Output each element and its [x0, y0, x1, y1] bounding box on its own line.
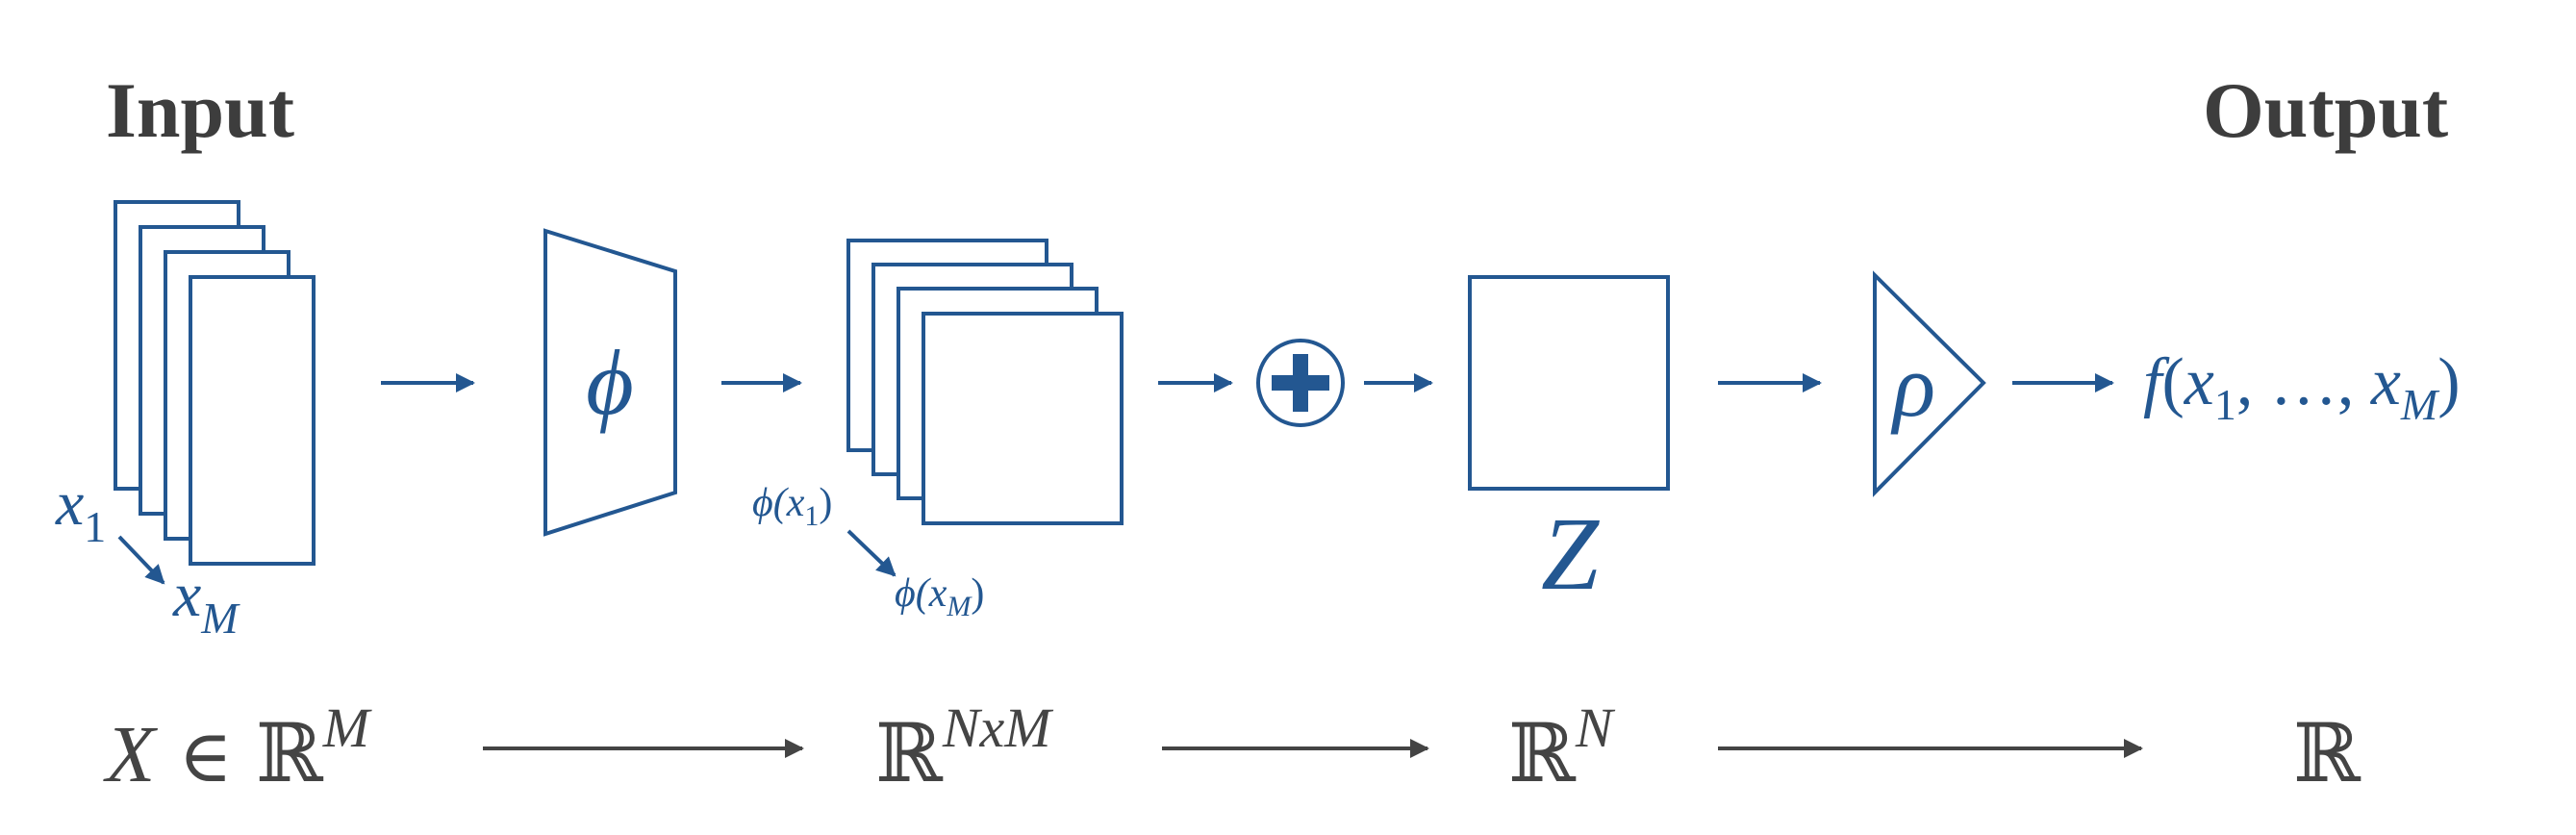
input-last-label: xM — [172, 560, 240, 643]
output-expression: f(x1, …, xM) — [2143, 345, 2461, 429]
encoder-symbol: ϕ — [586, 331, 634, 434]
embedding-index-arrow — [846, 529, 897, 577]
latent-z: Z — [1468, 275, 1670, 612]
embedding-card-4 — [922, 312, 1124, 525]
input-first-label: x1 — [55, 468, 106, 551]
input-space-label: X ∈ ℝM — [103, 696, 372, 800]
encoder-trapezoid — [543, 228, 677, 537]
decoder-rho: ρ — [1873, 270, 1986, 497]
embedding-stack — [846, 239, 1124, 525]
embedding-last-label: ϕ(xM) — [895, 571, 984, 622]
latent-space-label: ℝN — [1508, 696, 1616, 800]
encoder-phi: ϕ — [543, 228, 677, 537]
output-heading: Output — [2203, 66, 2448, 154]
input-set-stack — [114, 200, 316, 566]
input-card-4 — [189, 275, 316, 566]
sum-aggregator — [1256, 339, 1345, 427]
embedding-space-label: ℝNxM — [875, 696, 1053, 800]
output-space-label: ℝ — [2293, 706, 2361, 800]
input-heading: Input — [106, 66, 294, 154]
embedding-first-label: ϕ(x1) — [752, 481, 832, 532]
decoder-triangle — [1873, 270, 1986, 497]
plus-icon-vertical — [1293, 354, 1308, 412]
input-index-arrow — [117, 535, 165, 585]
latent-box — [1468, 275, 1670, 491]
decoder-symbol: ρ — [1890, 337, 1935, 435]
latent-label: Z — [1541, 497, 1600, 612]
